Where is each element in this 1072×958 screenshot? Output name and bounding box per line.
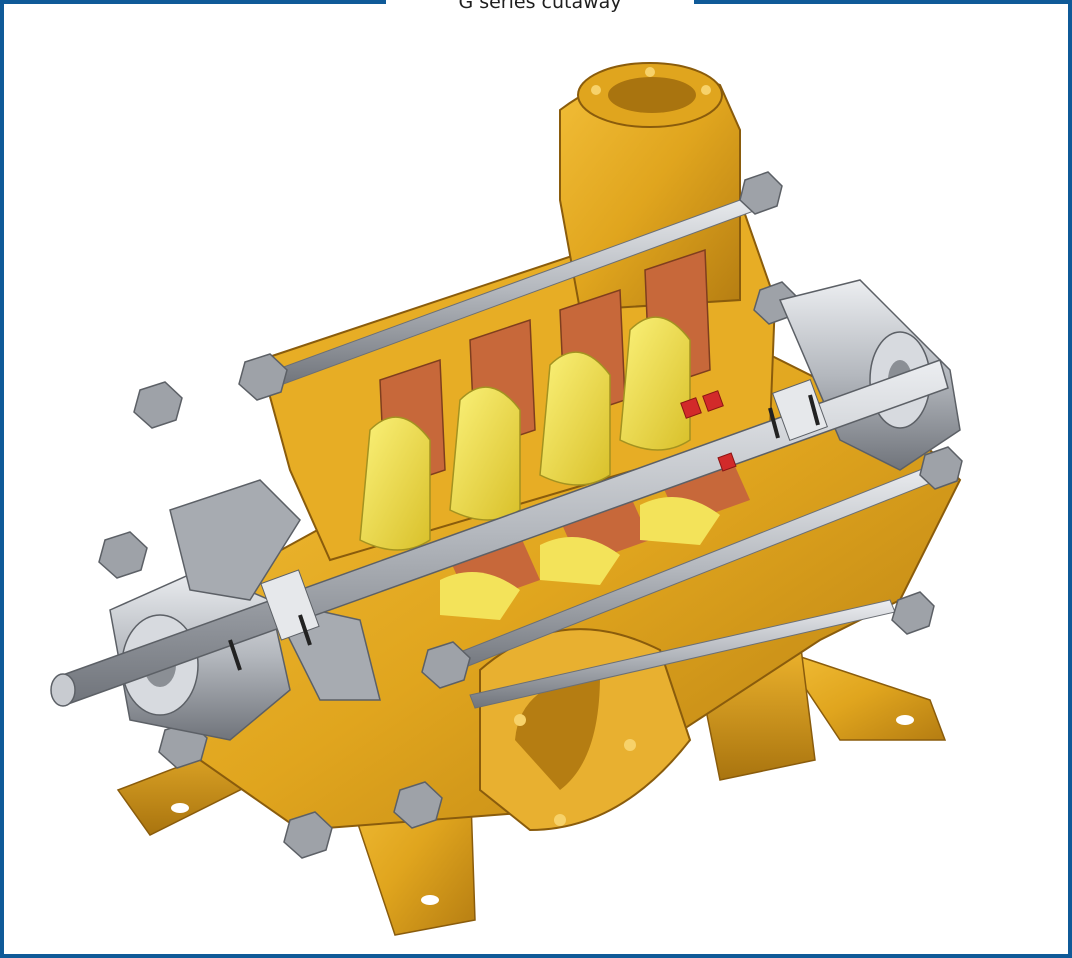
shaft — [50, 359, 949, 707]
seal-parts — [680, 390, 737, 472]
frame-right — [1068, 0, 1072, 958]
impellers — [359, 316, 720, 620]
figure-title: G series cutaway — [458, 0, 622, 13]
frame-top-left — [0, 0, 386, 4]
tie-rods — [269, 191, 949, 709]
frame-left — [0, 0, 4, 958]
frame-bottom — [0, 954, 1072, 958]
frame-top-right — [694, 0, 1072, 4]
